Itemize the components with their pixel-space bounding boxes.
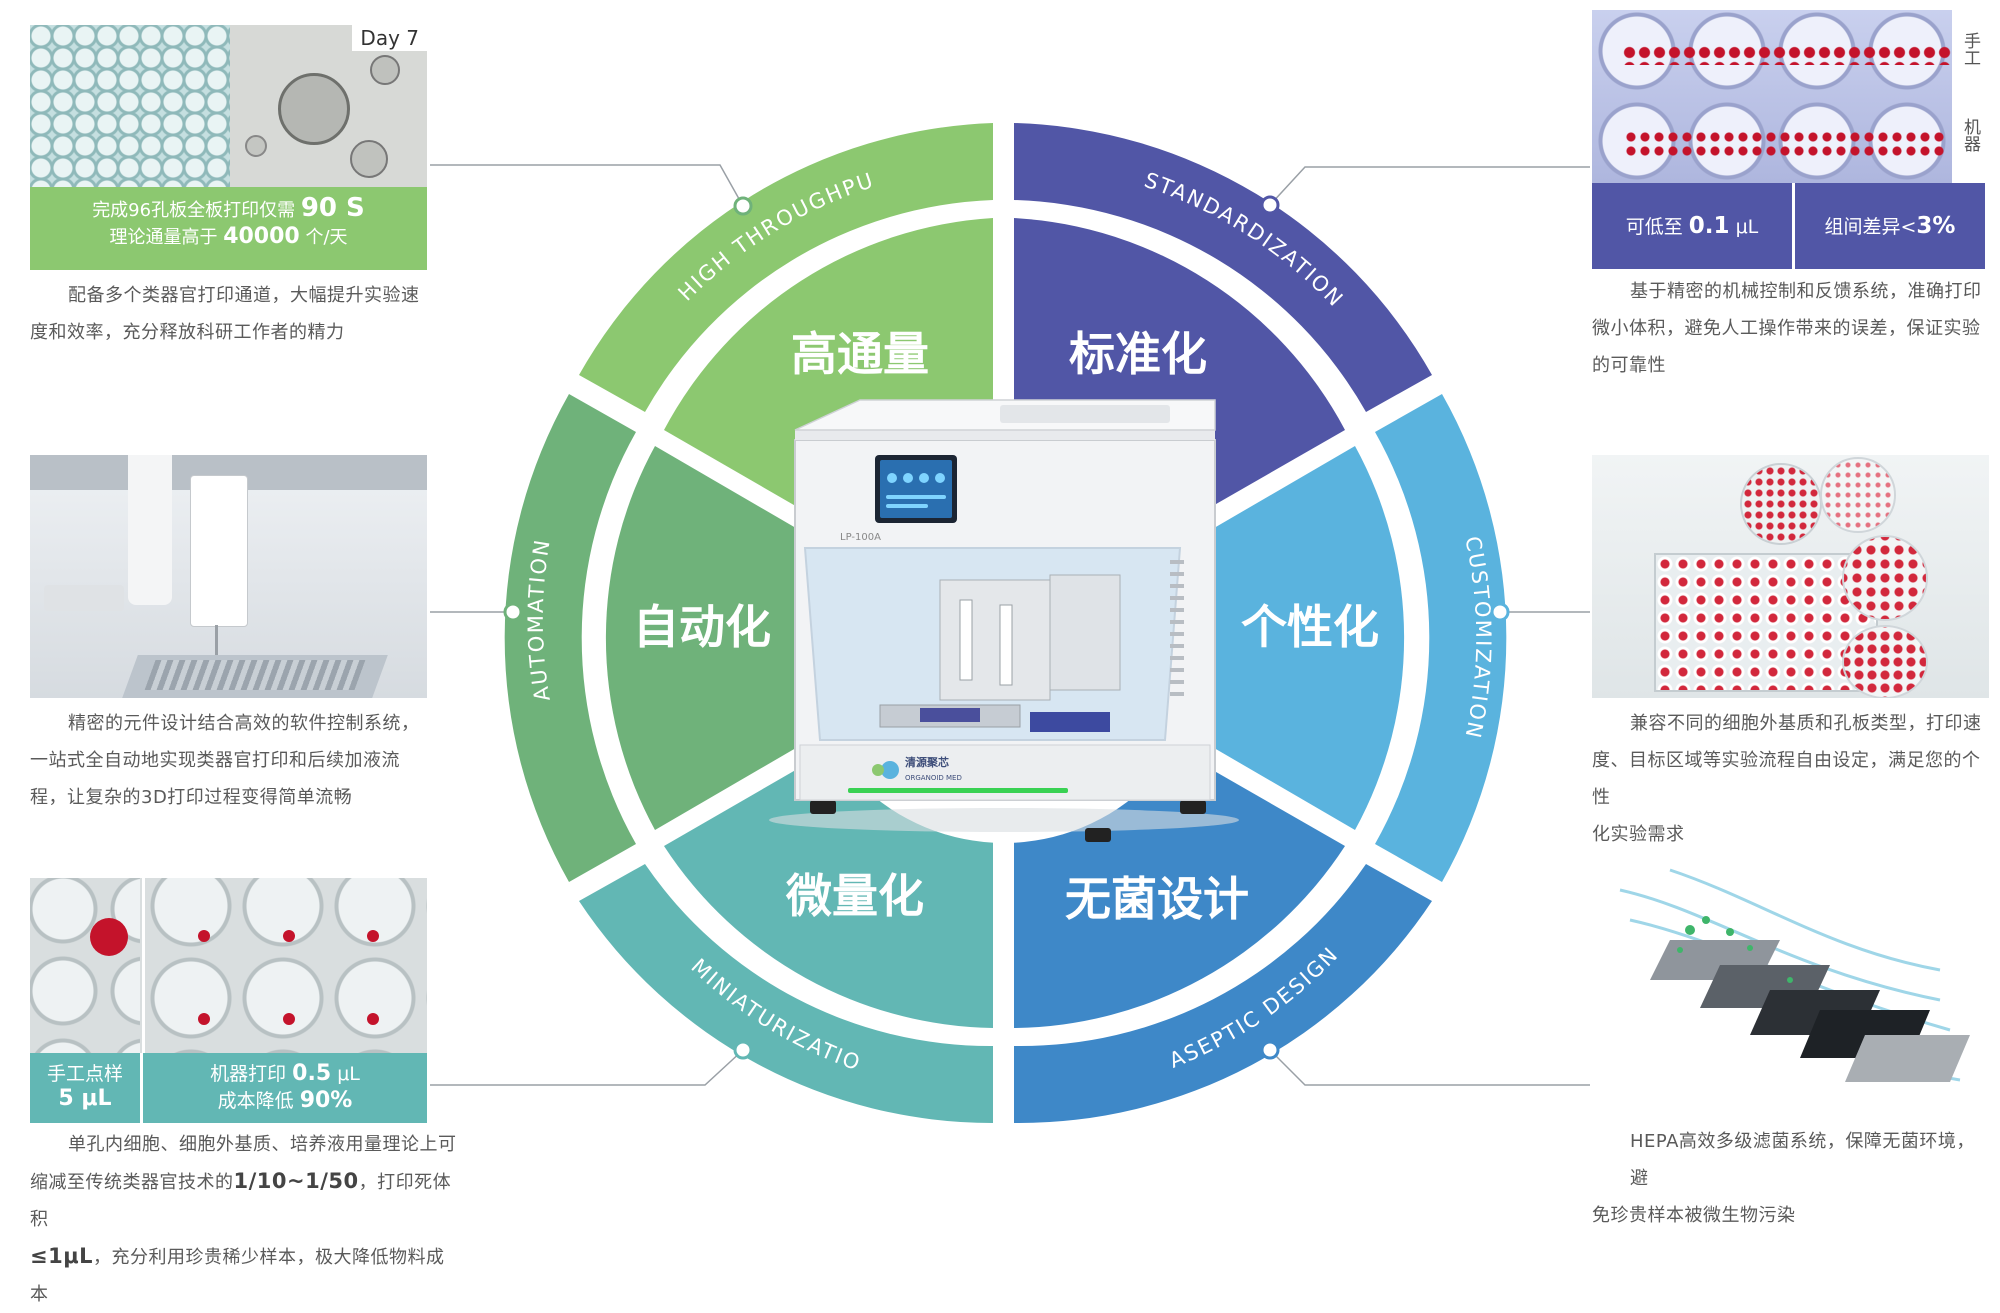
ring-customization <box>1375 394 1507 882</box>
caption-throughput-count: 40000 <box>223 224 300 249</box>
caption-machine-unit: μL <box>337 1063 360 1085</box>
side-label-machine: 机器 <box>1960 118 1980 152</box>
ring-standardization <box>1014 123 1432 412</box>
desc-line: ，充分利用珍贵稀少样本，极大降低物料成本 <box>30 1247 445 1305</box>
panel-standardization-caption-left: 可低至 0.1 μL <box>1592 183 1792 269</box>
desc-line: 一站式全自动地实现类器官打印和后续加液流 <box>30 750 400 771</box>
desc-line: 基于精密的机械控制和反馈系统，准确打印 <box>1630 281 1982 302</box>
hepa-filter-illustration <box>1619 868 1970 1082</box>
caption-throughput-unit: 个/天 <box>305 227 348 248</box>
desc-line: 度、目标区域等实验流程自由设定，满足您的个性 <box>1592 750 1981 808</box>
desc-line: 配备多个类器官打印通道，大幅提升实验速 <box>68 285 420 306</box>
desc-dead-volume: ≤1μL <box>30 1244 94 1268</box>
sector-title-standardization: 标准化 <box>1069 327 1207 381</box>
caption-variance-label: 组间差异< <box>1824 216 1917 238</box>
caption-min-volume-value: 0.1 <box>1688 213 1730 239</box>
sector-title-high-throughput: 高通量 <box>791 327 929 381</box>
connector-dot-aseptic <box>1260 1040 1280 1060</box>
well-plate-96 <box>1654 553 1878 692</box>
ring-high-throughput <box>579 123 993 412</box>
panel-standardization-caption-right: 组间差异<3% <box>1795 183 1985 269</box>
sector-title-aseptic: 无菌设计 <box>1065 872 1249 926</box>
caption-machine-volume: 0.5 <box>292 1061 332 1086</box>
caption-manual-label: 手工点样 <box>46 1063 123 1085</box>
ring-automation <box>504 394 636 882</box>
panel-standardization-desc: 基于精密的机械控制和反馈系统，准确打印 微小体积，避免人工操作带来的误差，保证实… <box>1592 273 1992 384</box>
connector-miniaturization <box>430 1049 744 1086</box>
panel-customization-desc: 兼容不同的细胞外基质和孔板类型，打印速 度、目标区域等实验流程自由设定，满足您的… <box>1592 705 1992 853</box>
device-brand-cn: 清源聚芯 <box>905 755 949 769</box>
panel-miniaturization-caption-right: 机器打印 0.5 μL 成本降低 90% <box>143 1053 427 1123</box>
desc-line: HEPA高效多级滤菌系统，保障无菌环境，避 <box>1630 1131 1975 1189</box>
desc-line: 度和效率，充分释放科研工作者的精力 <box>30 322 345 343</box>
connector-lines <box>430 164 1590 1086</box>
caption-min-volume-unit: μL <box>1735 216 1759 238</box>
caption-manual-volume: 5 μL <box>58 1086 112 1111</box>
desc-line: 精密的元件设计结合高效的软件控制系统， <box>68 713 420 734</box>
dots-manual <box>1622 45 1952 65</box>
desc-line: 免珍贵样本被微生物污染 <box>1592 1205 1796 1226</box>
connector-dot-miniaturization <box>733 1040 753 1060</box>
panel-high-throughput-desc: 配备多个类器官打印通道，大幅提升实验速 度和效率，充分释放科研工作者的精力 <box>30 277 440 351</box>
caption-machine-label: 机器打印 <box>210 1063 287 1085</box>
petri-dish <box>1842 535 1928 621</box>
panel-standardization-image <box>1592 10 1952 183</box>
connector-aseptic <box>1269 1049 1590 1086</box>
panel-automation-desc: 精密的元件设计结合高效的软件控制系统， 一站式全自动地实现类器官打印和后续加液流… <box>30 705 450 816</box>
panel-miniaturization-desc: 单孔内细胞、细胞外基质、培养液用量理论上可 缩减至传统类器官技术的1/10~1/… <box>30 1126 460 1313</box>
petri-dish <box>1740 463 1822 545</box>
device-brand-en: ORGANOID MED <box>905 774 962 782</box>
side-label-manual: 手工 <box>1960 32 1980 66</box>
desc-line: 兼容不同的细胞外基质和孔板类型，打印速 <box>1630 713 1982 734</box>
sector-title-customization: 个性化 <box>1241 600 1379 654</box>
caption-cost-value: 90% <box>299 1088 353 1113</box>
organoid-microscopy <box>230 25 427 187</box>
sector-title-miniaturization: 微量化 <box>785 869 924 923</box>
desc-line: 单孔内细胞、细胞外基质、培养液用量理论上可 <box>68 1134 457 1155</box>
bioprinter-device: LP-100A 清源聚芯 ORGANOID MED <box>769 399 1239 842</box>
sector-title-automation: 自动化 <box>633 600 771 654</box>
desc-ratio: 1/10~1/50 <box>233 1169 359 1193</box>
connector-dot-automation <box>503 602 523 622</box>
petri-dish <box>1820 457 1896 533</box>
petri-dish <box>1842 625 1928 698</box>
ring-aseptic <box>1014 864 1432 1124</box>
ring-miniaturization <box>579 864 993 1124</box>
connector-standardization <box>1269 166 1590 206</box>
well-plate-pattern <box>30 25 230 187</box>
panel-aseptic-desc: HEPA高效多级滤菌系统，保障无菌环境，避 免珍贵样本被微生物污染 <box>1592 1123 1992 1234</box>
panel-automation-image <box>30 455 427 698</box>
caption-min-volume-label: 可低至 <box>1625 216 1683 238</box>
panel-miniaturization-image <box>30 878 427 1053</box>
device-model-label: LP-100A <box>840 532 881 543</box>
connector-high-throughput <box>430 164 744 207</box>
day-label: Day 7 <box>352 25 427 51</box>
panel-customization-image <box>1592 455 1989 698</box>
caption-throughput-time: 90 S <box>300 193 365 223</box>
caption-throughput-line1: 完成96孔板全板打印仅需 <box>92 200 296 221</box>
connector-dot-customization <box>1490 602 1510 622</box>
desc-line: 微小体积，避免人工操作带来的误差，保证实验 <box>1592 318 1981 339</box>
connector-dot-standardization <box>1260 195 1280 215</box>
caption-throughput-line2: 理论通量高于 <box>109 227 218 248</box>
panel-miniaturization-caption-left: 手工点样 5 μL <box>30 1053 140 1123</box>
panel-high-throughput-image: Day 7 <box>30 25 427 187</box>
dots-machine <box>1624 130 1944 160</box>
connector-dot-high-throughput <box>733 196 753 216</box>
caption-variance-value: 3% <box>1916 213 1956 239</box>
panel-high-throughput-caption: 完成96孔板全板打印仅需 90 S 理论通量高于 40000 个/天 <box>30 187 427 270</box>
desc-line: 化实验需求 <box>1592 824 1685 845</box>
desc-line: 程，让复杂的3D打印过程变得简单流畅 <box>30 787 353 808</box>
caption-cost-label: 成本降低 <box>217 1090 294 1112</box>
desc-line: 的可靠性 <box>1592 355 1666 376</box>
desc-line: 缩减至传统类器官技术的 <box>30 1172 234 1193</box>
desc-line: ，打印死体积 <box>30 1172 452 1230</box>
